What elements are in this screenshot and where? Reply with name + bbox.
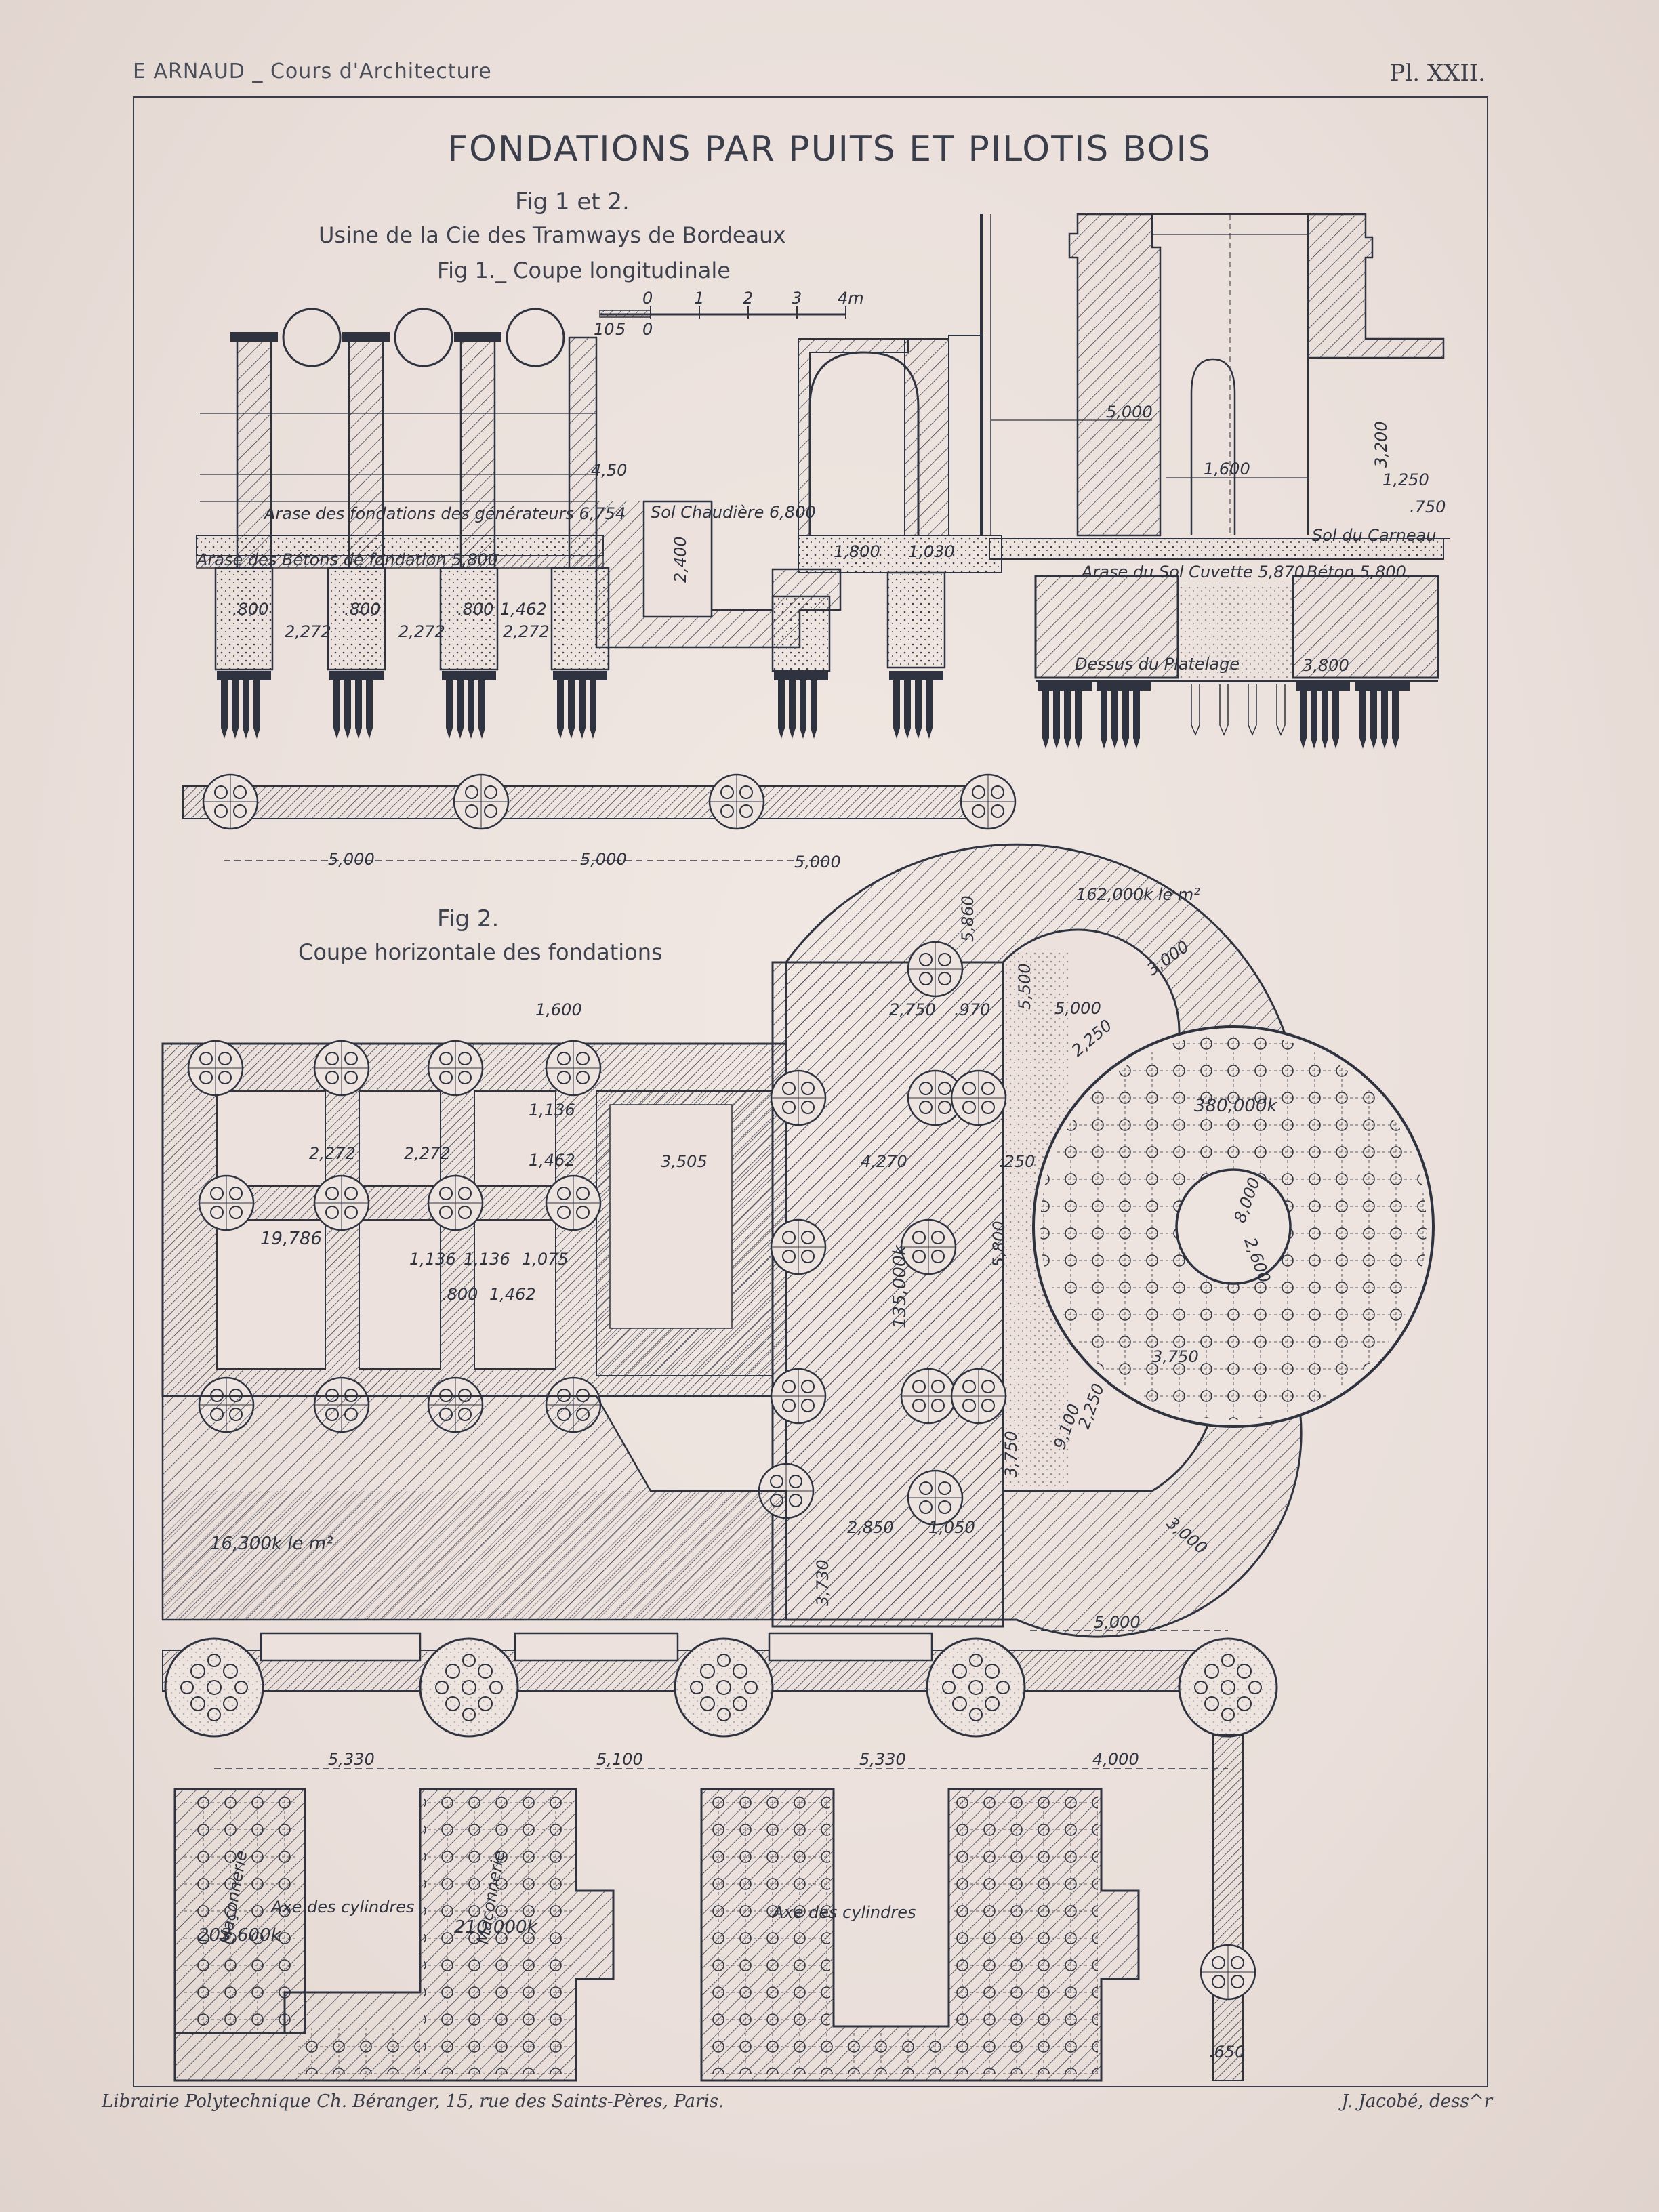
- fig1-longitudinal-section: 10 5 0 0 1 2 3 4m: [195, 213, 1450, 749]
- dim-800-c: .800: [457, 600, 493, 619]
- dim-5000-inner: 5,000: [1054, 999, 1101, 1018]
- dim-1800: 1,800: [834, 542, 880, 561]
- scale-tick-4m: 4m: [838, 289, 864, 308]
- dim-1600-fig2: 1,600: [535, 1000, 582, 1019]
- dim-5500: 5,500: [1015, 963, 1034, 1010]
- dim-5100: 5,100: [596, 1750, 643, 1769]
- footer-draftsman: J. Jacobé, dess^r: [1341, 2091, 1492, 2112]
- dim-5000-top-a: 5,000: [328, 850, 375, 869]
- dim-800-fig2: .800: [442, 1285, 478, 1304]
- dim-2272-b: 2,272: [398, 622, 445, 641]
- dim-203600: 203,600k: [198, 1925, 282, 1946]
- dim-1250: 1,250: [1382, 470, 1429, 489]
- dim-750: .750: [1410, 497, 1446, 516]
- plate-frame: [133, 96, 1488, 2087]
- dim-5860: 5,860: [958, 895, 977, 942]
- top-wall-strip: 5,000 5,000 5,000: [182, 773, 1017, 872]
- scale-tick-5: 5: [615, 320, 626, 339]
- label-arase-fondations: Arase des fondations des générateurs 6,7…: [263, 504, 626, 523]
- bottom-dimensions: 5,330 5,100 5,330 4,000: [214, 1750, 1228, 1769]
- dim-5000-chimney: 5,000: [1106, 403, 1153, 422]
- dim-1030: 1,030: [908, 542, 955, 561]
- scale-tick-3: 3: [792, 289, 802, 308]
- dim-2272-fig2-b: 2,272: [404, 1144, 451, 1163]
- caption-fig-1: Fig 1._ Coupe longitudinale: [437, 258, 731, 283]
- dim-2272-a: 2,272: [285, 622, 331, 641]
- label-sol-chaudiere: Sol Chaudière 6,800: [651, 503, 816, 522]
- dim-3750: 3,750: [1002, 1431, 1021, 1477]
- dim-1075: 1,075: [522, 1250, 569, 1269]
- dim-4270: 4,270: [861, 1152, 907, 1171]
- dim-1462-fig2-a: 1,462: [529, 1151, 575, 1170]
- label-dessus-platelage: Dessus du Platelage: [1075, 655, 1240, 674]
- label-axe-cylindres-b: Axe des cylindres: [771, 1903, 916, 1922]
- dim-3730: 3,730: [813, 1559, 832, 1606]
- footings-left: [214, 567, 610, 739]
- label-arase-betons: Arase des Bétons de fondation 5,800: [195, 550, 498, 569]
- lower-foundation-band: 16,300k le m²: [161, 1395, 787, 1621]
- dim-800-a: .800: [232, 600, 268, 619]
- caption-usine: Usine de la Cie des Tramways de Bordeaux: [319, 222, 786, 248]
- dim-970: .970: [954, 1000, 990, 1019]
- dim-3750-circle: 3,750: [1152, 1347, 1199, 1366]
- scale-tick-0b: 0: [642, 289, 653, 308]
- dim-2400: 2,400: [671, 536, 690, 583]
- dim-1600-chimney: 1,600: [1204, 459, 1250, 478]
- dim-250: .250: [999, 1152, 1035, 1171]
- dim-210000: 210,000k: [454, 1917, 538, 1938]
- caption-fig-1-2: Fig 1 et 2.: [515, 188, 630, 216]
- dim-2750: 2,750: [889, 1000, 936, 1019]
- chimney-section: 5,000 1,600 3,200 1,250 .750 Sol du Carn…: [980, 213, 1450, 749]
- scale-tick-0a: 0: [642, 320, 653, 339]
- dim-800-b: .800: [344, 600, 380, 619]
- dim-2850: 2,850: [847, 1518, 894, 1537]
- chimney-base-circle: 380,000k 8,000 2,600 3,750: [1032, 1025, 1435, 1428]
- dim-4000: 4,000: [1092, 1750, 1139, 1769]
- lower-pile-blocks: Maçonnerie Maçonnerie Axe des cylindres …: [173, 1734, 1256, 2082]
- fig2-horizontal-section: 5,000 5,000 5,000 380,000k 8,000 2,600 3…: [161, 773, 1435, 2082]
- dim-650: .650: [1209, 2043, 1245, 2062]
- caption-fig-2: Fig 2.: [437, 905, 499, 933]
- dim-135000: 135,000k: [890, 1244, 910, 1328]
- dim-1136-fig2: 1,136: [529, 1101, 575, 1120]
- dim-3505: 3,505: [661, 1152, 708, 1171]
- dim-1136-fig2-b: 1,136: [409, 1250, 456, 1269]
- dim-1462-fig2-b: 1,462: [489, 1285, 536, 1304]
- left-cell-grid: 1,600 2,272 2,272 1,136 1,462 3,505 4,27…: [161, 885, 1211, 1606]
- dim-19786: 19,786: [260, 1229, 322, 1249]
- boilers: [282, 308, 565, 367]
- dim-162000: 162,000k le m²: [1076, 885, 1200, 904]
- dim-5330-b: 5,330: [859, 1750, 906, 1769]
- scale-tick-10: 10: [594, 320, 615, 339]
- dim-2272-c: 2,272: [503, 622, 550, 641]
- scale-tick-1: 1: [694, 289, 704, 308]
- boiler-columns: [200, 332, 598, 569]
- bottom-cluster-row: 5,000: [162, 1613, 1278, 1738]
- label-platelage-val: 3,800: [1303, 656, 1349, 675]
- dim-1462: 1,462: [500, 600, 547, 619]
- dim-1136-fig2-c: 1,136: [464, 1250, 510, 1269]
- plate-title: FONDATIONS PAR PUITS ET PILOTIS BOIS: [447, 129, 1212, 169]
- caption-fig-2-sub: Coupe horizontale des fondations: [298, 939, 663, 965]
- arched-section: 1,800 1,030: [771, 335, 1002, 739]
- dim-1050: 1,050: [928, 1518, 975, 1537]
- dim-380000: 380,000k: [1194, 1096, 1278, 1116]
- dim-450: 4,50: [591, 461, 627, 480]
- scale-tick-2: 2: [743, 289, 753, 308]
- dim-16300: 16,300k le m²: [210, 1534, 333, 1554]
- dim-5000-bottom: 5,000: [1094, 1613, 1141, 1632]
- dim-2272-fig2-a: 2,272: [309, 1144, 356, 1163]
- scale-bar: 10 5 0 0 1 2 3 4m: [594, 289, 864, 339]
- dim-5330-a: 5,330: [328, 1750, 375, 1769]
- dim-3200: 3,200: [1372, 421, 1391, 468]
- dim-5000-top-c: 5,000: [794, 853, 841, 872]
- label-axe-cylindres-a: Axe des cylindres: [270, 1898, 414, 1917]
- header-author: E ARNAUD _ Cours d'Architecture: [133, 60, 492, 83]
- dim-5800: 5,800: [989, 1221, 1008, 1267]
- dim-5000-top-b: 5,000: [580, 850, 627, 869]
- footer-publisher: Librairie Polytechnique Ch. Béranger, 15…: [102, 2091, 724, 2112]
- header-plate-number: Pl. XXII.: [1389, 60, 1486, 87]
